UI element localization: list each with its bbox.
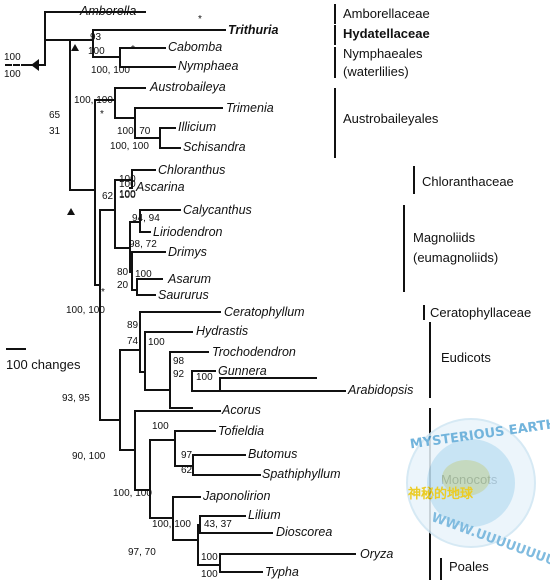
support-value: 100 (196, 372, 213, 383)
taxon-label: Trochodendron (212, 345, 296, 359)
scale-bar-label: 100 changes (6, 357, 81, 372)
watermark-logo: MYSTERIOUS EARTH 神秘的地球 WWW.UUUUUUUUX.CN (406, 417, 550, 581)
support-value: 97, 70 (128, 547, 156, 558)
support-value: 100 (152, 421, 169, 432)
support-value: 74 (127, 336, 139, 347)
taxon-label: Spathiphyllum (262, 467, 341, 481)
taxon-label: Tofieldia (218, 424, 264, 438)
support-value: 100 (201, 552, 218, 563)
taxon-label: Hydrastis (196, 324, 248, 338)
clade-group-label: Eudicots (441, 350, 491, 365)
support-value: 43, 37 (204, 519, 232, 530)
clade-group-label: Chloranthaceae (422, 174, 514, 189)
support-value: 100 (119, 190, 136, 201)
support-value: 100, 100 (66, 305, 105, 316)
clade-group-label: Nymphaeales (343, 46, 423, 61)
support-value: 80 (117, 267, 129, 278)
taxon-label: Austrobaileya (149, 80, 226, 94)
support-value: 93, 95 (62, 393, 90, 404)
support-value: 98 (173, 356, 185, 367)
node-triangle-marker (71, 44, 79, 51)
support-value: 93 (90, 32, 102, 43)
taxon-label: Butomus (248, 447, 297, 461)
taxon-label: Ascarina (135, 180, 185, 194)
taxon-label: Cabomba (168, 40, 222, 54)
support-value: 100 (201, 569, 218, 580)
support-value: 100, 100 (113, 488, 152, 499)
support-value: 100 (4, 52, 21, 63)
taxon-label: Dioscorea (276, 525, 332, 539)
node-triangle-marker (31, 59, 39, 71)
support-value: 94, 94 (132, 213, 160, 224)
taxon-label: Schisandra (183, 140, 246, 154)
support-value: * (101, 287, 105, 298)
support-value: 89 (127, 320, 139, 331)
taxon-label: Japonolirion (202, 489, 270, 503)
taxon-label: Trithuria (228, 23, 279, 37)
support-value: 65 (49, 110, 61, 121)
clade-group-label: Poales (449, 559, 489, 574)
taxon-label: Typha (265, 565, 299, 579)
support-value: 92 (173, 369, 185, 380)
clade-group-label: Ceratophyllaceae (430, 305, 531, 320)
support-value: 100 (4, 69, 21, 80)
support-value: 100 (135, 269, 152, 280)
taxon-label: Amborella (79, 4, 136, 18)
support-value: * (198, 14, 202, 25)
support-value: 100, 100 (152, 519, 191, 530)
taxon-label: Calycanthus (183, 203, 252, 217)
taxon-label: Gunnera (218, 364, 267, 378)
taxon-label: Asarum (167, 272, 211, 286)
node-triangle-marker (67, 208, 75, 215)
support-value: 100, 70 (117, 126, 151, 137)
support-value: 97 (181, 450, 193, 461)
taxon-label: Saururus (158, 288, 209, 302)
taxon-label: Illicium (178, 120, 216, 134)
watermark-middle-text: 神秘的地球 (408, 486, 474, 502)
taxon-label: Nymphaea (178, 59, 238, 73)
support-value: 31 (49, 126, 61, 137)
support-value: * (100, 109, 104, 120)
support-value: 98, 72 (129, 239, 157, 250)
clade-group-label: (waterlilies) (343, 64, 409, 79)
support-value: 100 (119, 179, 136, 190)
clade-group-label: Magnoliids (413, 230, 476, 245)
taxon-label: Liriodendron (153, 225, 223, 239)
support-value: * (131, 44, 135, 55)
support-value: 62 (102, 191, 114, 202)
taxon-label: Acorus (221, 403, 261, 417)
support-value: 90, 100 (72, 451, 106, 462)
support-value: 100 (88, 46, 105, 57)
clade-group-label: Austrobaileyales (343, 111, 439, 126)
support-value: 20 (117, 280, 129, 291)
taxon-label: Arabidopsis (347, 383, 413, 397)
support-value: 62 (181, 465, 193, 476)
taxon-label: Lilium (248, 508, 281, 522)
taxon-label: Trimenia (226, 101, 274, 115)
taxon-label: Oryza (360, 547, 393, 561)
taxon-label: Chloranthus (158, 163, 225, 177)
support-value: 100 (148, 337, 165, 348)
taxon-label: Ceratophyllum (224, 305, 305, 319)
clade-group-label: (eumagnoliids) (413, 250, 498, 265)
support-value: 100, 100 (74, 95, 113, 106)
support-value: 100 (119, 189, 136, 200)
support-value: 100, 100 (110, 141, 149, 152)
support-value: 100, 100 (91, 65, 130, 76)
taxon-label: Drimys (168, 245, 207, 259)
support-value: 100 (119, 174, 136, 185)
clade-group-label: Hydatellaceae (343, 26, 430, 41)
clade-group-label: Amborellaceae (343, 6, 430, 21)
